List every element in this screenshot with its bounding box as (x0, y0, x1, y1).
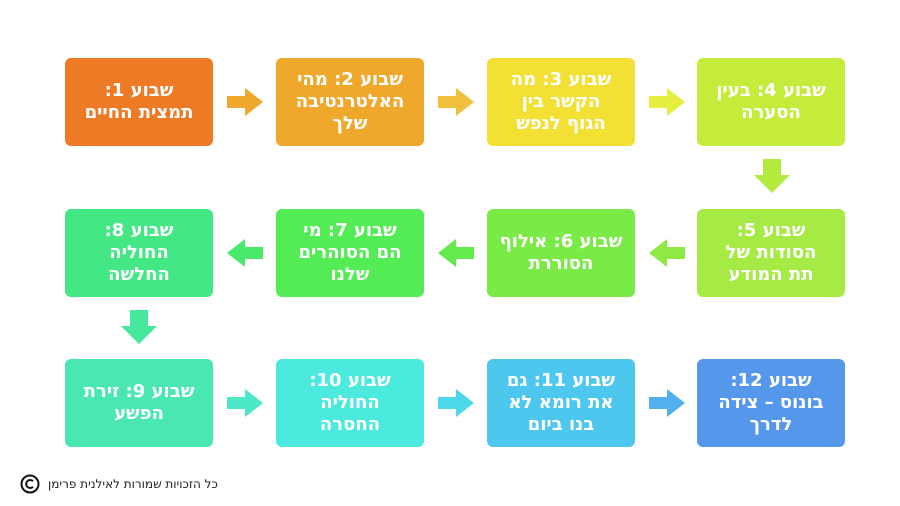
arrow-right-icon (649, 88, 685, 116)
arrow-right-icon (649, 389, 685, 417)
step-2-box: שבוע 2: מהי האלטרנטיבה שלך (276, 58, 424, 146)
step-7-box: שבוע 7: מי הם הסוהרים שלנו (276, 209, 424, 297)
step-10-label: שבוע 10: החוליה החסרה (309, 370, 391, 435)
step-11-label: שבוע 11: גם את רומא לא בנו ביום (506, 370, 616, 435)
step-11-box: שבוע 11: גם את רומא לא בנו ביום (487, 359, 635, 447)
step-5-box: שבוע 5: הסודות של תת המודע (697, 209, 845, 297)
arrow-left-icon (438, 239, 474, 267)
arrow-left-icon (649, 239, 685, 267)
footer: כל הזכויות שמורות לאילנית פרימן (20, 474, 218, 494)
step-7-label: שבוע 7: מי הם הסוהרים שלנו (298, 220, 402, 285)
step-1-box: שבוע 1: תמצית החיים (65, 58, 213, 146)
step-6-label: שבוע 6: אילוף הסוררת (499, 231, 623, 274)
step-4-box: שבוע 4: בעין הסערה (697, 58, 845, 146)
copyright-text: כל הזכויות שמורות לאילנית פרימן (48, 477, 218, 491)
arrow-right-icon (438, 389, 474, 417)
step-12-label: שבוע 12: בונוס – צידה לדרך (718, 370, 824, 435)
arrow-down-icon (754, 159, 790, 193)
step-9-box: שבוע 9: זירת הפשע (65, 359, 213, 447)
step-9-label: שבוע 9: זירת הפשע (83, 381, 195, 424)
step-12-box: שבוע 12: בונוס – צידה לדרך (697, 359, 845, 447)
step-8-box: שבוע 8: החוליה החלשה (65, 209, 213, 297)
arrow-right-icon (438, 88, 474, 116)
step-10-box: שבוע 10: החוליה החסרה (276, 359, 424, 447)
step-5-label: שבוע 5: הסודות של תת המודע (725, 220, 817, 285)
step-2-label: שבוע 2: מהי האלטרנטיבה שלך (295, 69, 405, 134)
copyright-icon (20, 474, 40, 494)
step-3-label: שבוע 3: מה הקשר בין הגוף לנפש (510, 69, 612, 134)
step-8-label: שבוע 8: החוליה החלשה (104, 220, 174, 285)
arrow-right-icon (227, 88, 263, 116)
arrow-down-icon (121, 310, 157, 344)
step-6-box: שבוע 6: אילוף הסוררת (487, 209, 635, 297)
step-1-label: שבוע 1: תמצית החיים (84, 80, 194, 123)
arrow-left-icon (227, 239, 263, 267)
arrow-right-icon (227, 389, 263, 417)
step-3-box: שבוע 3: מה הקשר בין הגוף לנפש (487, 58, 635, 146)
step-4-label: שבוע 4: בעין הסערה (716, 80, 826, 123)
